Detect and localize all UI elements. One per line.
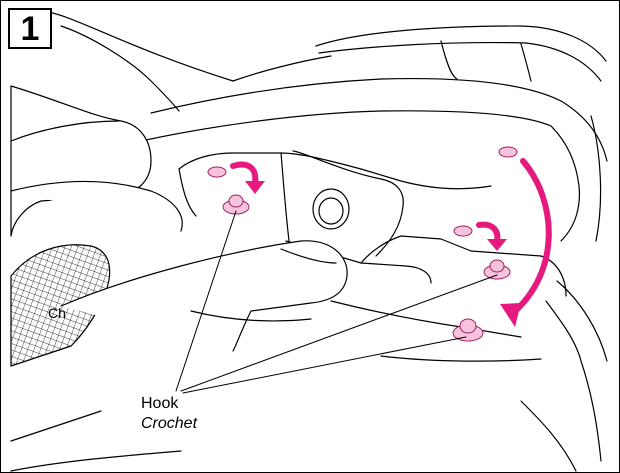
glove-text-partial: Ch	[48, 305, 66, 321]
tab-hole	[312, 188, 350, 230]
hand-thumb	[10, 240, 348, 472]
hook-clip-icon	[207, 146, 518, 342]
crochet-label: Crochet	[141, 415, 198, 432]
housing-outline	[140, 25, 608, 242]
tab-hole-inner	[318, 197, 344, 225]
hook-label: Hook	[141, 395, 179, 412]
step-badge: 1	[8, 8, 52, 49]
step-number: 1	[20, 9, 40, 48]
hand-icon	[10, 10, 234, 237]
curved-arrow-icon	[230, 158, 552, 316]
arrowheads	[245, 181, 521, 327]
inner-panel	[178, 150, 608, 472]
label-leader-lines	[175, 210, 498, 394]
glove-mesh-icon	[10, 244, 111, 367]
